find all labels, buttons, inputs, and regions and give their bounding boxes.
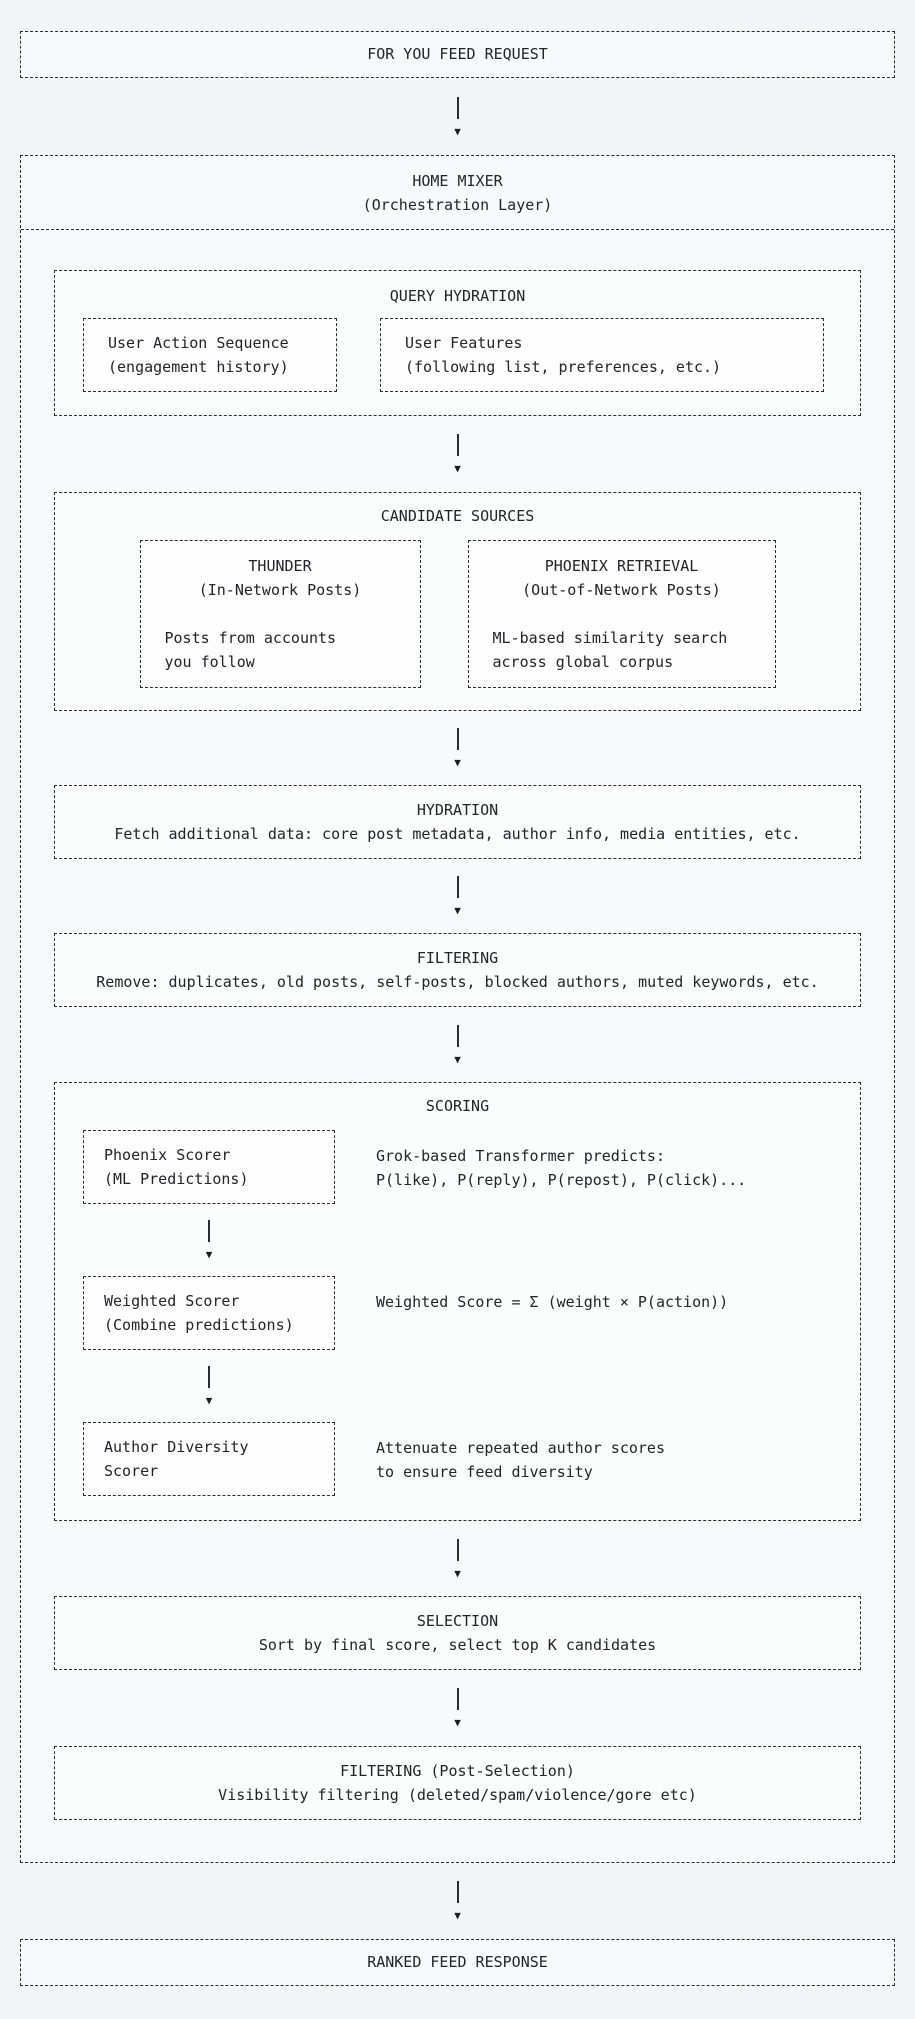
- hydration-title: HYDRATION: [416, 801, 499, 819]
- scoring-title: SCORING: [425, 1097, 490, 1115]
- node-for-you-feed-request: FOR YOU FEED REQUEST: [20, 31, 895, 78]
- selection-desc: Sort by final score, select top K candid…: [258, 1636, 657, 1654]
- flow-arrow: ▼: [205, 1350, 213, 1422]
- scorer-desc-line: Weighted Score = Σ (weight × P(action)): [376, 1293, 729, 1311]
- node-scoring: SCORING Phoenix Scorer (ML Predictions) …: [54, 1082, 861, 1521]
- arrow-down-icon: ▼: [454, 1909, 461, 1922]
- scorer-line: Author Diversity: [104, 1438, 249, 1456]
- scorer-desc-line: Attenuate repeated author scores: [376, 1439, 665, 1457]
- source-subtitle: (In-Network Posts): [198, 581, 362, 599]
- node-thunder: THUNDER (In-Network Posts) Posts from ac…: [139, 540, 421, 688]
- item-line: User Action Sequence: [108, 334, 289, 352]
- spacer: [493, 602, 751, 626]
- arrow-down-icon: ▼: [454, 904, 461, 917]
- item-line: (following list, preferences, etc.): [405, 358, 722, 376]
- node-home-mixer: HOME MIXER (Orchestration Layer) QUERY H…: [20, 155, 895, 1863]
- scorer-description: Attenuate repeated author scores to ensu…: [376, 1436, 665, 1496]
- node-author-diversity-scorer: Author Diversity Scorer: [83, 1422, 335, 1496]
- node-selection: SELECTION Sort by final score, select to…: [54, 1596, 861, 1670]
- scorer-desc-line: Grok-based Transformer predicts:: [376, 1147, 665, 1165]
- arrow-down-icon: ▼: [454, 1566, 461, 1580]
- arrow-line: [456, 876, 459, 898]
- flow-arrow: ▼: [20, 1863, 895, 1939]
- query-hydration-items: User Action Sequence (engagement history…: [55, 318, 860, 392]
- node-title: FOR YOU FEED REQUEST: [367, 45, 548, 63]
- flow-arrow: ▼: [205, 1204, 213, 1276]
- source-name: THUNDER: [248, 557, 312, 575]
- arrow-down-icon: ▼: [205, 1394, 213, 1407]
- scoring-step-row: Author Diversity Scorer Attenuate repeat…: [83, 1422, 832, 1496]
- source-desc: ML-based similarity search: [492, 629, 728, 647]
- source-desc: you follow: [164, 653, 255, 671]
- flow-arrow: ▼: [54, 859, 861, 933]
- arrow-line: [208, 1220, 210, 1242]
- flow-arrow: ▼: [20, 78, 895, 155]
- arrow-line: [208, 1366, 210, 1388]
- arrow-down-icon: ▼: [454, 756, 461, 769]
- scoring-step-row: Weighted Scorer (Combine predictions) We…: [83, 1276, 832, 1350]
- scorer-line: (ML Predictions): [104, 1170, 249, 1188]
- filtering-desc: Remove: duplicates, old posts, self-post…: [96, 973, 819, 991]
- node-hydration: HYDRATION Fetch additional data: core po…: [54, 785, 861, 859]
- post-filtering-title: FILTERING (Post-Selection): [340, 1762, 575, 1780]
- arrow-line: [456, 1024, 459, 1047]
- node-query-hydration: QUERY HYDRATION User Action Sequence (en…: [54, 270, 861, 416]
- node-candidate-sources: CANDIDATE SOURCES THUNDER (In-Network Po…: [54, 492, 861, 711]
- arrow-down-icon: ▼: [454, 124, 461, 138]
- scorer-desc-line: to ensure feed diversity: [376, 1463, 593, 1481]
- node-ranked-feed-response: RANKED FEED RESPONSE: [20, 1939, 895, 1986]
- scoring-arrow-wrap: ▼: [83, 1350, 335, 1422]
- item-line: (engagement history): [108, 358, 289, 376]
- flow-arrow: ▼: [54, 1670, 861, 1746]
- source-subtitle: (Out-of-Network Posts): [522, 581, 721, 599]
- scorer-line: Phoenix Scorer: [104, 1146, 231, 1164]
- arrow-line: [456, 434, 459, 456]
- home-mixer-header: HOME MIXER (Orchestration Layer): [21, 156, 894, 230]
- scorer-line: Weighted Scorer: [104, 1292, 240, 1310]
- query-hydration-title: QUERY HYDRATION: [389, 287, 526, 305]
- home-mixer-subtitle: (Orchestration Layer): [362, 196, 553, 214]
- flow-arrow: ▼: [54, 1521, 861, 1596]
- node-user-action-sequence: User Action Sequence (engagement history…: [83, 318, 337, 392]
- scorer-description: Grok-based Transformer predicts: P(like)…: [376, 1144, 746, 1204]
- arrow-line: [456, 1881, 459, 1903]
- node-phoenix-retrieval: PHOENIX RETRIEVAL (Out-of-Network Posts)…: [467, 540, 776, 688]
- arrow-down-icon: ▼: [454, 462, 461, 475]
- node-phoenix-scorer: Phoenix Scorer (ML Predictions): [83, 1130, 335, 1204]
- spacer: [165, 602, 396, 626]
- arrow-line: [456, 1538, 459, 1561]
- selection-title: SELECTION: [416, 1612, 499, 1630]
- node-user-features: User Features (following list, preferenc…: [380, 318, 824, 392]
- arrow-line: [456, 96, 459, 119]
- arrow-down-icon: ▼: [454, 1052, 461, 1066]
- source-desc: across global corpus: [492, 653, 674, 671]
- arrow-down-icon: ▼: [454, 1716, 461, 1729]
- filtering-title: FILTERING: [416, 949, 499, 967]
- source-name: PHOENIX RETRIEVAL: [544, 557, 699, 575]
- scorer-line: Scorer: [104, 1462, 159, 1480]
- hydration-desc: Fetch additional data: core post metadat…: [114, 825, 801, 843]
- scorer-description: Weighted Score = Σ (weight × P(action)): [376, 1290, 728, 1350]
- item-line: User Features: [405, 334, 523, 352]
- scorer-desc-line: P(like), P(reply), P(repost), P(click)..…: [376, 1171, 747, 1189]
- scorer-line: (Combine predictions): [104, 1316, 294, 1334]
- scoring-step-row: Phoenix Scorer (ML Predictions) Grok-bas…: [83, 1130, 832, 1204]
- flow-arrow: ▼: [54, 1007, 861, 1082]
- arrow-line: [456, 728, 459, 750]
- arrow-down-icon: ▼: [205, 1248, 213, 1261]
- node-post-selection-filtering: FILTERING (Post-Selection) Visibility fi…: [54, 1746, 861, 1820]
- flow-arrow: ▼: [54, 711, 861, 785]
- flow-arrow: ▼: [54, 416, 861, 492]
- candidate-sources-title: CANDIDATE SOURCES: [380, 507, 535, 525]
- home-mixer-body: QUERY HYDRATION User Action Sequence (en…: [21, 230, 894, 1862]
- scoring-arrow-wrap: ▼: [83, 1204, 335, 1276]
- post-filtering-desc: Visibility filtering (deleted/spam/viole…: [218, 1786, 697, 1804]
- arrow-line: [456, 1688, 459, 1710]
- node-title: RANKED FEED RESPONSE: [367, 1953, 548, 1971]
- home-mixer-title: HOME MIXER: [412, 172, 503, 190]
- node-weighted-scorer: Weighted Scorer (Combine predictions): [83, 1276, 335, 1350]
- candidate-sources-items: THUNDER (In-Network Posts) Posts from ac…: [55, 540, 860, 688]
- node-filtering: FILTERING Remove: duplicates, old posts,…: [54, 933, 861, 1007]
- source-desc: Posts from accounts: [164, 629, 337, 647]
